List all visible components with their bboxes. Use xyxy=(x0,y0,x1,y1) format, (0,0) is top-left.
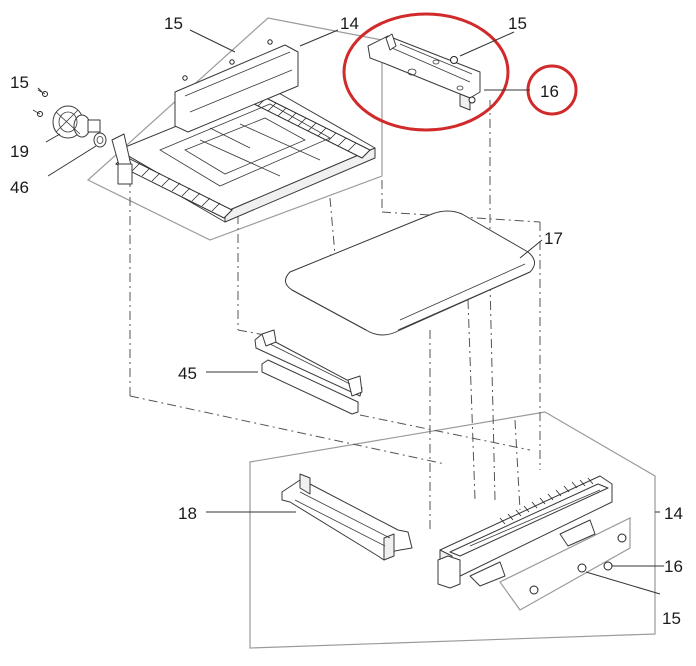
transfer-belt-17[interactable] xyxy=(285,210,535,336)
callout-15-bottom: 15 xyxy=(662,609,681,628)
top-assembly-outline xyxy=(86,17,383,241)
callout-46: 46 xyxy=(10,178,29,197)
paper-tray-18[interactable] xyxy=(281,473,413,561)
highlight-circle-bracket xyxy=(342,12,510,132)
callout-18: 18 xyxy=(178,504,197,523)
callout-16-bracket: 16 xyxy=(540,82,559,101)
lower-frame-14[interactable] xyxy=(437,475,613,589)
screws-19 xyxy=(32,89,48,117)
guide-bar-45[interactable] xyxy=(254,329,363,415)
callout-45: 45 xyxy=(178,364,197,383)
small-parts-outline xyxy=(499,517,631,611)
mounting-bracket-16[interactable] xyxy=(367,33,481,111)
transport-unit-top[interactable] xyxy=(111,44,376,223)
bottom-assembly-outline xyxy=(249,411,656,649)
callout-14-top: 14 xyxy=(340,14,359,33)
leader-lines xyxy=(37,29,664,595)
callout-17: 17 xyxy=(544,229,563,248)
drive-gear-19[interactable] xyxy=(45,105,101,143)
callout-labels: 14 15 15 15 16 19 46 17 45 18 14 16 15 xyxy=(10,14,683,628)
callout-15-top-mid: 15 xyxy=(164,14,183,33)
screws-top xyxy=(182,39,273,81)
screws-bottom xyxy=(529,533,627,595)
callout-19: 19 xyxy=(10,142,29,161)
bushing-46[interactable] xyxy=(47,132,107,177)
callout-15-bracket: 15 xyxy=(508,14,527,33)
callout-15-top-left: 15 xyxy=(10,73,29,92)
callout-16-bottom: 16 xyxy=(664,557,683,576)
callout-14-bottom: 14 xyxy=(664,504,683,523)
